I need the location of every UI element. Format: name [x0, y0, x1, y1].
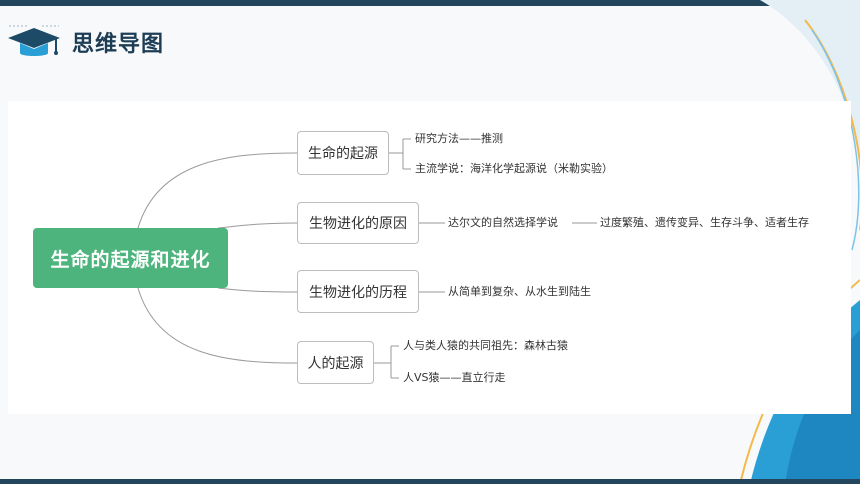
leaf-research-method: 研究方法——推测: [415, 132, 503, 145]
branch-node-evolution-history: 生物进化的历程: [297, 270, 419, 313]
branch-node-evolution-causes: 生物进化的原因: [297, 202, 419, 244]
branch-node-human-origin: 人的起源: [297, 341, 374, 384]
leaf-human-vs-ape: 人VS猿——直立行走: [403, 371, 506, 384]
mindmap-panel: 生命的起源和进化 生命的起源 生物进化的原因 生物进化的历程 人的起源 研究方法…: [8, 101, 851, 414]
bottom-bar: [0, 479, 860, 484]
top-bar: [0, 0, 860, 6]
page-header: 思维导图: [6, 22, 164, 62]
leaf-common-ancestor: 人与类人猿的共同祖先：森林古猿: [403, 339, 568, 352]
leaf-mainstream-theory: 主流学说：海洋化学起源说（米勒实验）: [415, 162, 613, 175]
leaf-evolution-trend: 从简单到复杂、从水生到陆生: [448, 285, 591, 298]
mindmap-connectors: [137, 138, 597, 379]
graduation-cap-icon: [8, 25, 60, 56]
leaf-darwin-theory: 达尔文的自然选择学说: [448, 216, 558, 229]
mindmap-root-node: 生命的起源和进化: [33, 228, 228, 288]
leaf-natural-selection-factors: 过度繁殖、遗传变异、生存斗争、适者生存: [600, 216, 809, 229]
branch-node-origin-of-life: 生命的起源: [297, 131, 389, 175]
page-title: 思维导图: [72, 32, 165, 57]
